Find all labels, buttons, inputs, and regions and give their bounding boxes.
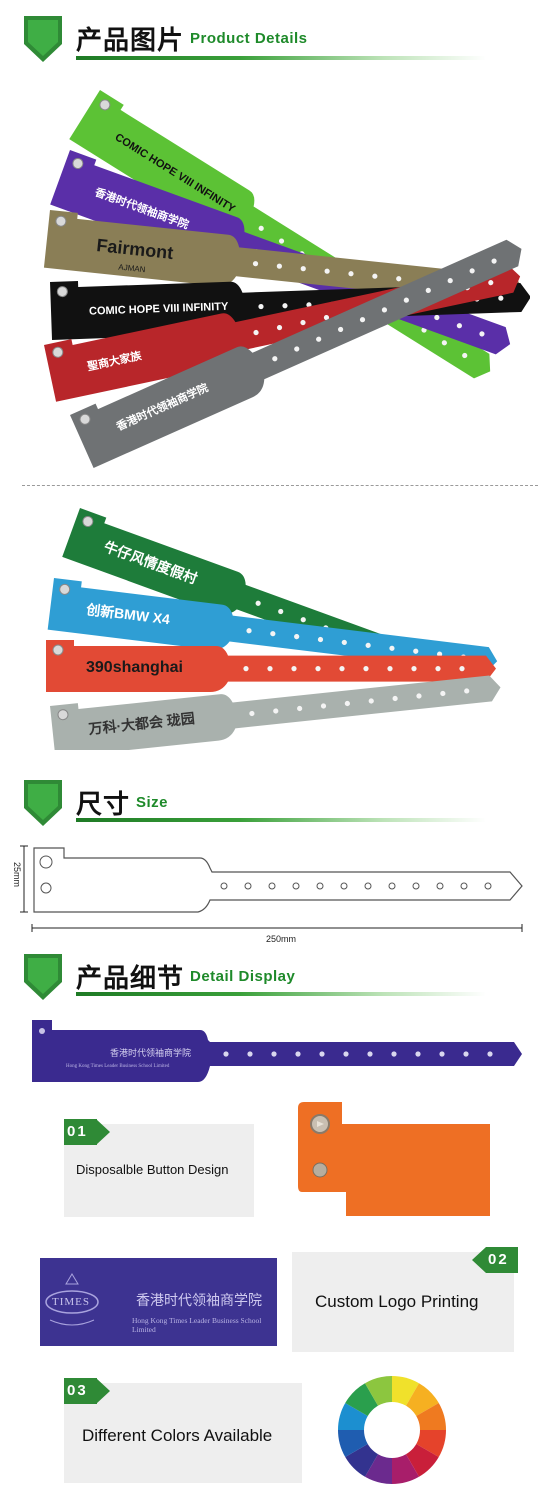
length-dimension-label: 250mm xyxy=(266,934,297,944)
section-underline xyxy=(76,992,486,996)
wristband: 390shanghai xyxy=(46,640,496,692)
divider xyxy=(22,485,538,486)
height-dimension-label: 25mm xyxy=(12,862,22,888)
detail-band-text-en: Hong Kong Times Leader Business School L… xyxy=(66,1064,170,1069)
feature-number-badge: 01 xyxy=(64,1119,97,1145)
section-underline xyxy=(76,56,486,60)
feature-number-badge: 02 xyxy=(486,1247,518,1273)
badge-arrow-icon xyxy=(472,1247,486,1273)
detail-band-text-cn: 香港时代领袖商学院 xyxy=(110,1049,192,1059)
section-title-en: Size xyxy=(136,794,169,811)
feature-label: Custom Logo Printing xyxy=(315,1292,479,1311)
section-title-en: Detail Display xyxy=(190,968,296,985)
wristband-print-subtext: AJMAN xyxy=(118,262,146,274)
detail-wristband xyxy=(32,1020,522,1082)
button-detail-photo xyxy=(298,1102,490,1216)
badge-arrow-icon xyxy=(96,1119,110,1145)
crest-logo-icon xyxy=(45,1273,99,1326)
badge-arrow-icon xyxy=(96,1378,110,1404)
logo-print-photo: TIMES 香港时代领袖商学院 Hong Kong Times Leader B… xyxy=(40,1258,277,1346)
logo-word: TIMES xyxy=(52,1296,90,1308)
section-title-cn: 产品细节 xyxy=(76,964,185,994)
size-diagram xyxy=(20,845,523,932)
wristband-print-text: COMIC HOPE VIII INFINITY xyxy=(89,301,229,318)
feature-label: Different Colors Available xyxy=(82,1426,273,1445)
section-title-cn: 产品图片 xyxy=(76,26,185,56)
logo-text-cn: 香港时代领袖商学院 xyxy=(136,1293,262,1309)
section-title-cn: 尺寸 xyxy=(76,790,131,820)
section-chevron-icon xyxy=(24,954,62,1000)
logo-text-en: Hong Kong Times Leader Business School L… xyxy=(132,1316,262,1334)
color-wheel-icon xyxy=(338,1376,446,1484)
product-photo-wristbands: COMIC HOPE VIII INFINITY香港时代领袖商学院Fairmon… xyxy=(43,90,530,468)
section-title-en: Product Details xyxy=(190,30,308,47)
section-chevron-icon xyxy=(24,16,62,62)
wristband: 万科·大都会 珑园 xyxy=(50,675,501,750)
feature-label: Disposalble Button Design xyxy=(76,1162,229,1177)
feature-number-badge: 03 xyxy=(64,1378,97,1404)
section-underline xyxy=(76,818,486,822)
wristband-print-text: 390shanghai xyxy=(86,659,183,676)
feature-card-3 xyxy=(64,1383,302,1483)
feature-card-2 xyxy=(292,1252,514,1352)
section-chevron-icon xyxy=(24,780,62,826)
